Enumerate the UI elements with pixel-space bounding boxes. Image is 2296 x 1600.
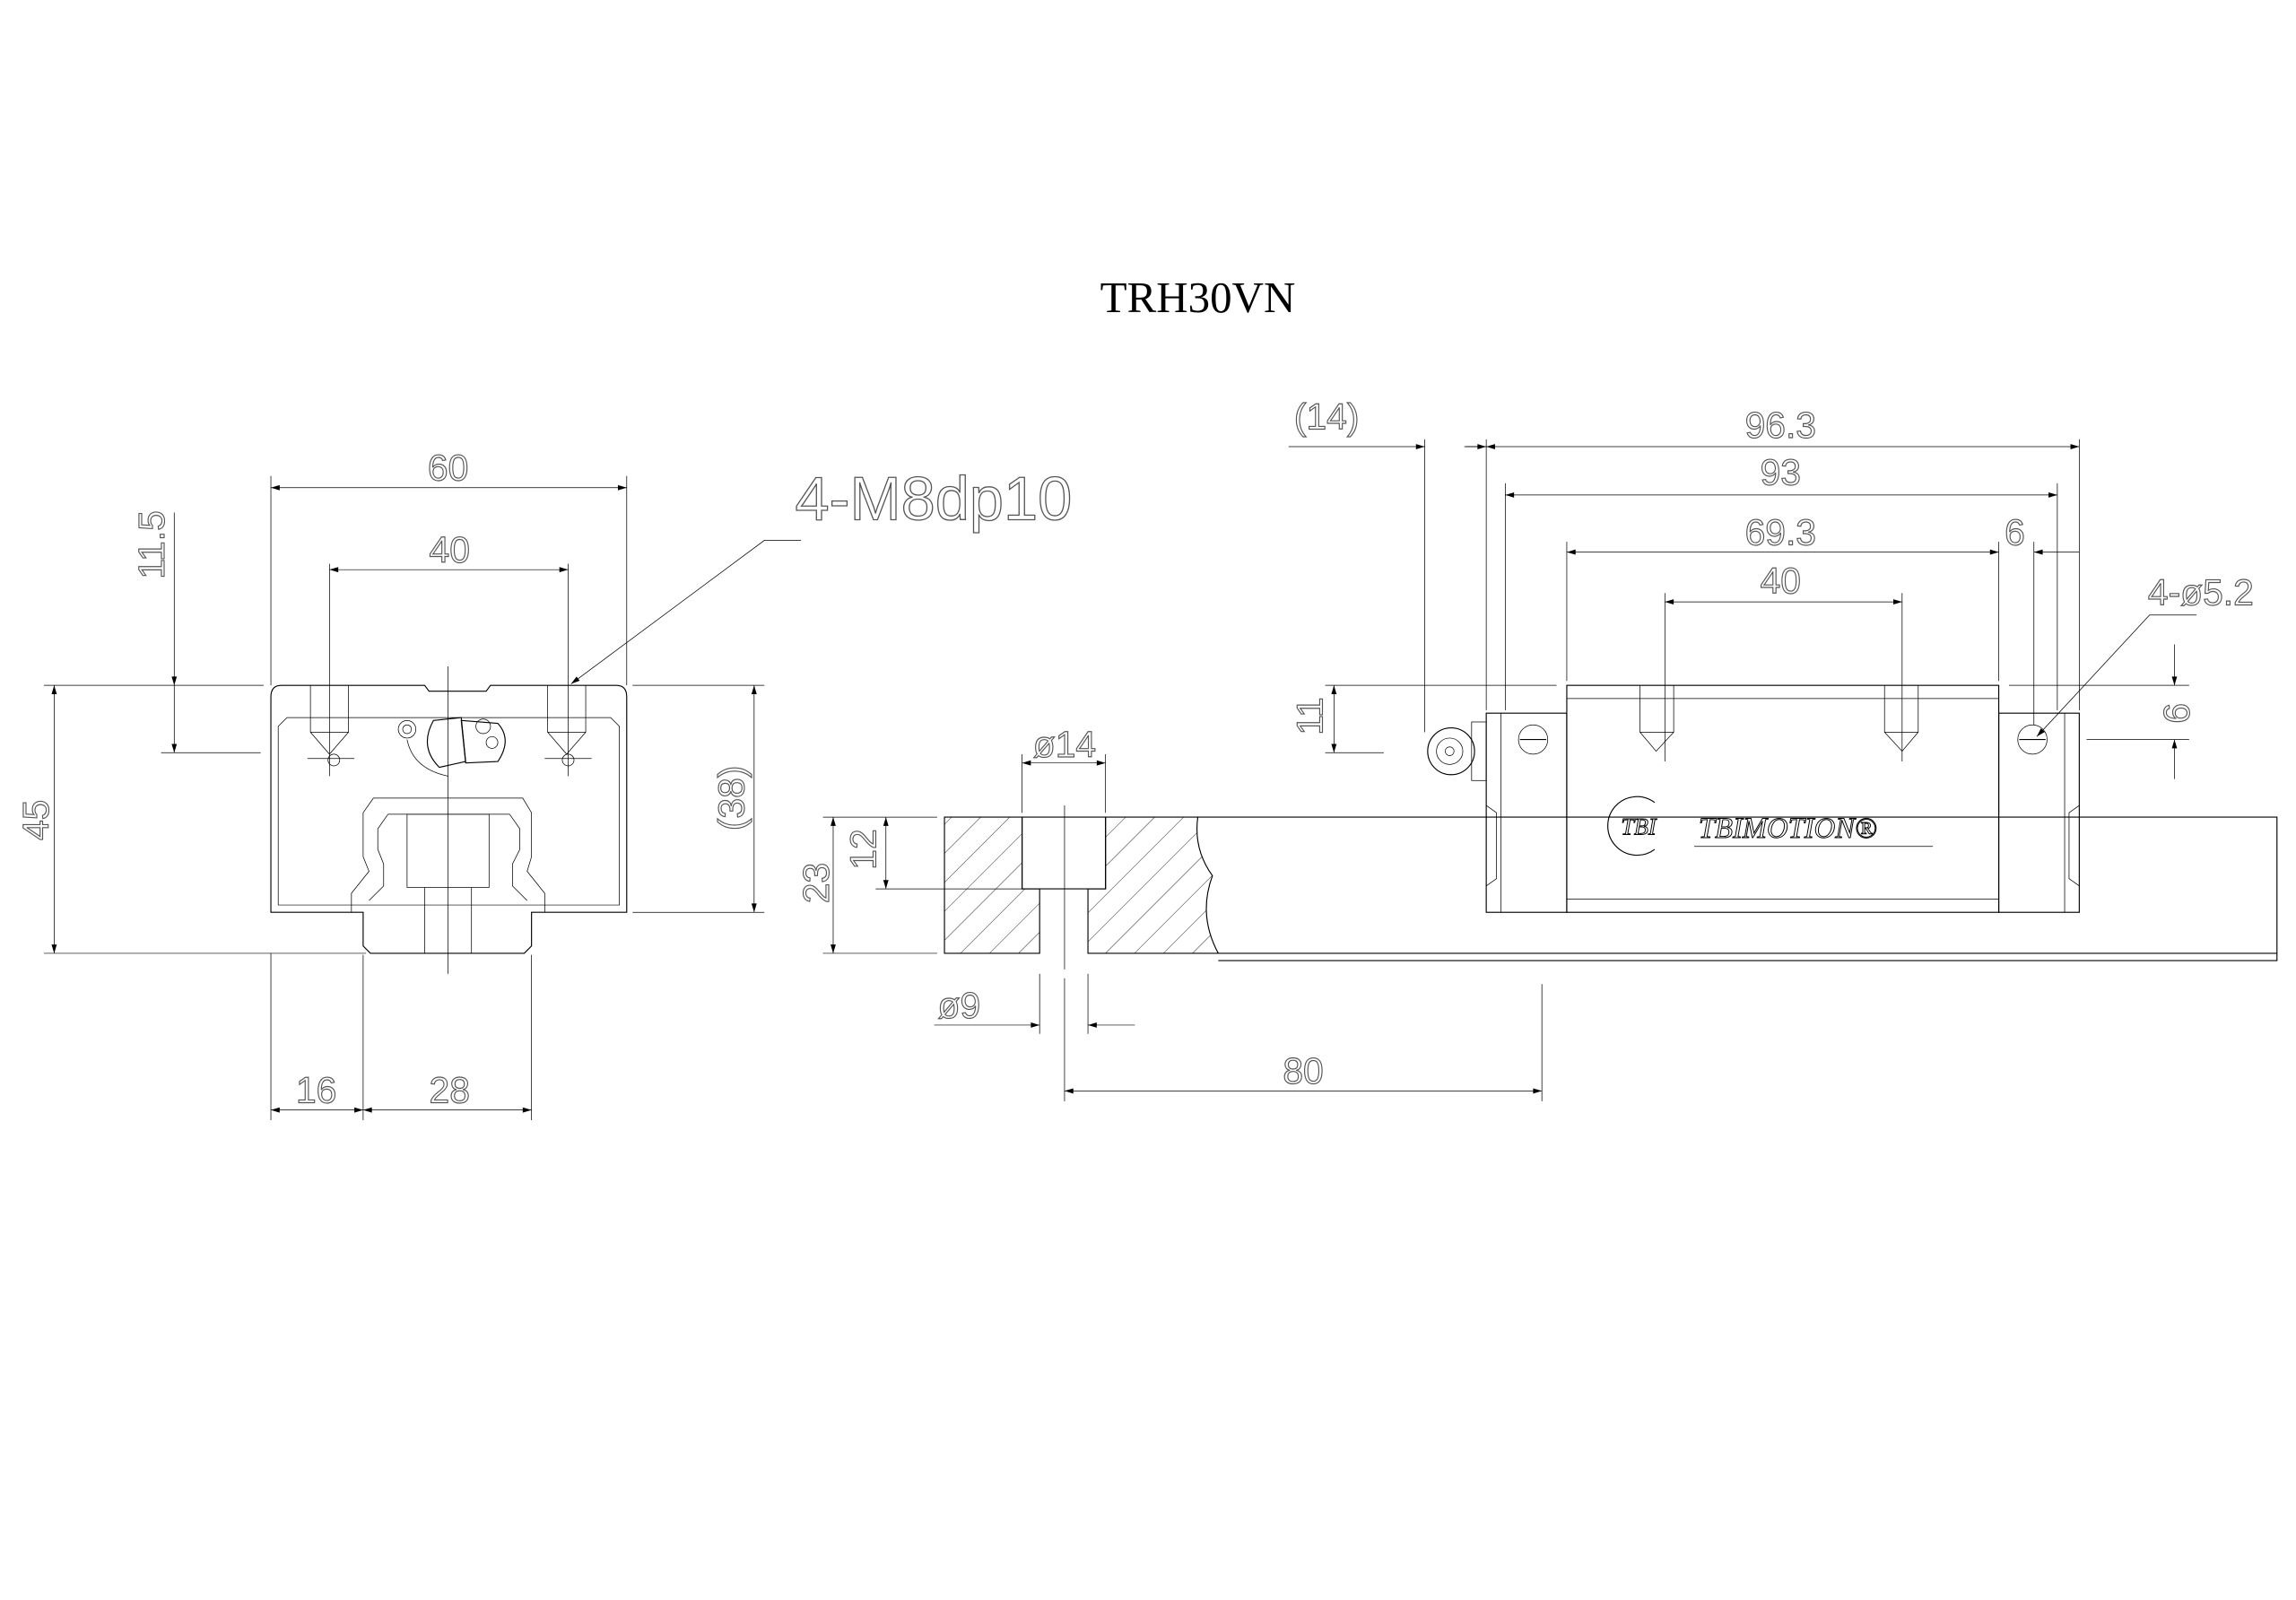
side-view: TBI TBIMOTION® (14) 96.3 93 69.3 6 40 11… bbox=[1289, 396, 2254, 913]
dim-body-length: 93 bbox=[1761, 451, 1801, 492]
dim-counterbore-depth: 12 bbox=[842, 829, 883, 869]
dim-side-hole-pitch: 40 bbox=[1761, 560, 1801, 601]
svg-text:TBI: TBI bbox=[1621, 814, 1657, 840]
tbi-logo: TBI TBIMOTION® bbox=[1607, 796, 1934, 857]
dim-rail-width: 28 bbox=[430, 1069, 470, 1110]
side-hole-left bbox=[1518, 724, 1549, 755]
block-outline bbox=[270, 684, 628, 954]
grease-nipple-icon bbox=[397, 717, 506, 777]
side-hole-note: 4-ø5.2 bbox=[2148, 571, 2254, 613]
dim-side-offset: 16 bbox=[296, 1069, 336, 1110]
dim-width: 60 bbox=[428, 448, 468, 489]
dim-total-height: 45 bbox=[15, 800, 57, 840]
drawing-title: TRH30VN bbox=[1100, 273, 1296, 322]
tapped-hole-left bbox=[307, 563, 355, 777]
tap-note: 4-M8dp10 bbox=[796, 465, 1073, 534]
rail-long bbox=[1197, 816, 2278, 961]
dim-hole-height: 11.5 bbox=[131, 510, 172, 578]
dim-rail-hole-pitch: 80 bbox=[1283, 1050, 1323, 1091]
grease-nipple-icon bbox=[1427, 721, 1487, 781]
dim-hole-dia: ø9 bbox=[938, 985, 981, 1026]
dim-end-offset: 6 bbox=[2005, 511, 2025, 552]
dim-side-hole-height: 9 bbox=[2156, 703, 2197, 724]
side-hole-right bbox=[2017, 724, 2048, 755]
dim-hole-pitch: 40 bbox=[430, 529, 470, 570]
dim-block-height: (38) bbox=[710, 766, 752, 831]
dim-overall-length: 96.3 bbox=[1745, 404, 1816, 446]
dim-steel-length: 69.3 bbox=[1745, 511, 1816, 552]
brand-text: TBIMOTION® bbox=[1699, 813, 1877, 845]
rail-section: ø14 12 23 ø9 80 bbox=[796, 724, 2278, 1101]
dim-nipple-height: 11 bbox=[1289, 697, 1330, 735]
dim-nipple-length: (14) bbox=[1294, 396, 1360, 437]
tapped-hole-right bbox=[544, 563, 592, 777]
dim-rail-height: 23 bbox=[796, 863, 837, 903]
front-view: 60 40 11.5 45 (38) 16 28 4-M8dp10 bbox=[14, 447, 1073, 1121]
dim-counterbore-dia: ø14 bbox=[1033, 724, 1096, 765]
